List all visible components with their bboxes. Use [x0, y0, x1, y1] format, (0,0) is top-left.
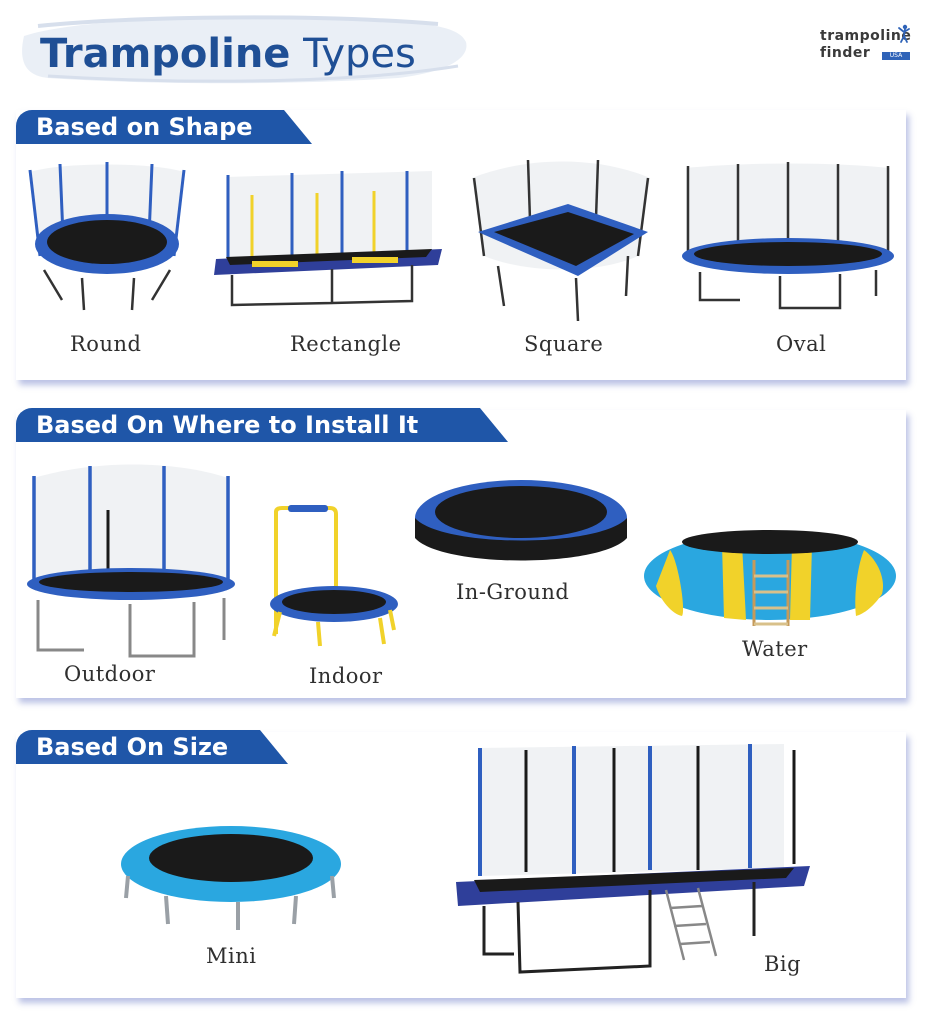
label-square: Square: [524, 332, 604, 356]
water-trampoline-icon: [644, 530, 896, 626]
section-heading-install: Based On Where to Install It: [16, 408, 508, 442]
mini-trampoline-icon: [121, 826, 341, 930]
label-water: Water: [742, 637, 808, 661]
in-ground-trampoline-icon: [415, 480, 627, 561]
title-light-word: Types: [303, 31, 416, 77]
label-in-ground: In-Ground: [456, 580, 570, 604]
label-rectangle: Rectangle: [290, 332, 402, 356]
title-bold-word: Trampoline: [40, 31, 291, 77]
section-heading-shape: Based on Shape: [16, 110, 312, 144]
logo-line-2: finder: [820, 45, 871, 61]
oval-trampoline-icon: [682, 162, 894, 310]
brush-stroke-background: [22, 15, 467, 84]
section-heading-size: Based On Size: [16, 730, 288, 764]
logo-usa-badge: USA: [882, 52, 910, 60]
label-outdoor: Outdoor: [64, 662, 156, 686]
rectangle-trampoline-icon: [214, 171, 442, 307]
indoor-trampoline-icon: [270, 505, 398, 647]
label-big: Big: [764, 952, 802, 976]
logo-line-1: trampoline: [820, 28, 912, 44]
big-trampoline-icon: [456, 744, 810, 974]
square-trampoline-icon: [472, 159, 650, 322]
label-round: Round: [70, 332, 142, 356]
jumper-icon: [898, 24, 910, 43]
outdoor-trampoline-icon: [27, 464, 235, 658]
label-mini: Mini: [206, 944, 257, 968]
page-title: Trampoline Types: [18, 14, 468, 84]
label-oval: Oval: [776, 332, 827, 356]
label-indoor: Indoor: [309, 664, 383, 688]
trampoline-finder-logo: trampoline finder USA: [820, 24, 916, 66]
round-trampoline-icon: [28, 162, 186, 311]
